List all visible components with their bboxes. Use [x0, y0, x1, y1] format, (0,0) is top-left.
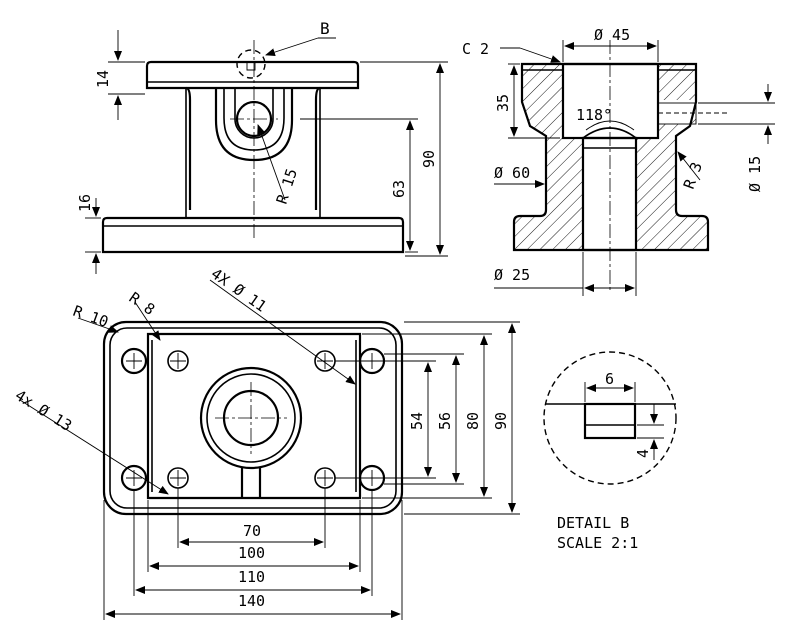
- dim-height-56: 56: [436, 412, 454, 430]
- dim-width-140: 140: [238, 592, 265, 610]
- front-body: [185, 86, 321, 210]
- section-outline: [512, 62, 710, 252]
- front-view: B 14 16 R 15 63 90: [76, 19, 448, 274]
- dim-height-90: 90: [420, 150, 438, 168]
- dim-height-90-top: 90: [492, 412, 510, 430]
- dim-bore-top-45: Ø 45: [594, 26, 630, 44]
- section-hatch-right: [636, 64, 708, 250]
- dim-holes-outer: 4x Ø 13: [12, 386, 75, 435]
- front-upper-flange: [145, 60, 360, 90]
- dim-height-63: 63: [390, 180, 408, 198]
- detail-scale: SCALE 2:1: [557, 534, 638, 552]
- dim-chamfer: C 2: [462, 40, 489, 58]
- section-hatch-left: [514, 64, 583, 250]
- top-boss-outer: [199, 366, 303, 470]
- dim-width-100: 100: [238, 544, 265, 562]
- dim-r8: R 8: [126, 289, 159, 319]
- dim-r10: R 10: [71, 302, 111, 331]
- top-holes: [120, 347, 386, 492]
- detail-title: DETAIL B: [557, 514, 629, 532]
- dim-width-70: 70: [243, 522, 261, 540]
- dim-angle-118: 118°: [576, 106, 612, 124]
- dim-height-54: 54: [408, 412, 426, 430]
- section-top-bore: [561, 62, 660, 140]
- dim-side-hole-15: Ø 15: [746, 156, 764, 192]
- detail-b: 6 4 DETAIL B SCALE 2:1: [543, 351, 677, 552]
- section-view: C 2 Ø 45 35 118° Ø 60 R 3 Ø 15 Ø 25: [462, 26, 775, 296]
- top-view: R 10 R 8 4X Ø 11 4x Ø 13 70 100 110 140 …: [12, 265, 520, 620]
- dim-depth-35: 35: [494, 94, 512, 112]
- detail-dim-4: 4: [634, 449, 652, 458]
- top-outer-base: [102, 320, 404, 516]
- dim-width-110: 110: [238, 568, 265, 586]
- dim-bore-bottom-25: Ø 25: [494, 266, 530, 284]
- dim-base-16: 16: [76, 194, 94, 212]
- front-base: [101, 216, 405, 254]
- dim-height-80: 80: [464, 412, 482, 430]
- section-bottom-bore: [581, 136, 638, 252]
- detail-dim-6: 6: [605, 370, 614, 388]
- detail-b-callout-circle: [236, 49, 266, 79]
- top-upper-flange: [146, 332, 362, 500]
- detail-slot: [583, 402, 637, 440]
- dim-holes-inner: 4X Ø 11: [208, 265, 270, 316]
- detail-callout-label: B: [320, 19, 330, 38]
- dim-outer-60: Ø 60: [494, 164, 530, 182]
- detail-boundary-circle: [543, 351, 677, 485]
- dim-flange-14: 14: [94, 70, 112, 88]
- dim-radius-15: R 15: [273, 166, 301, 206]
- dim-fillet-r3: R 3: [680, 160, 706, 192]
